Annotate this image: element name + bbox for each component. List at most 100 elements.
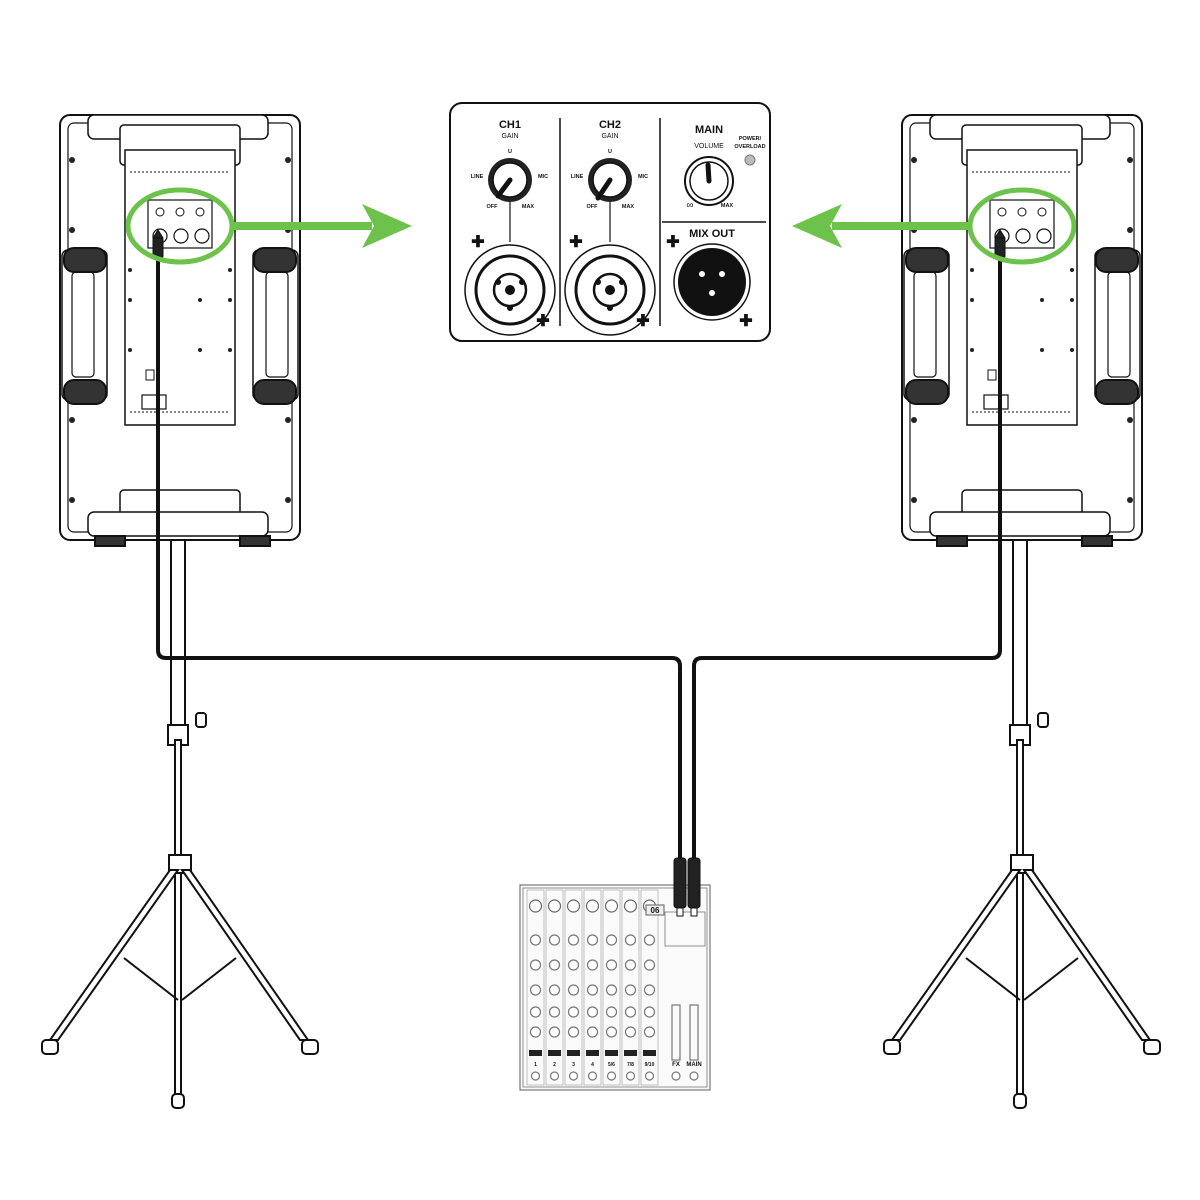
mixer-knob[interactable]	[624, 959, 637, 971]
screw-icon: ✚	[569, 234, 582, 251]
mixer-knob[interactable]	[586, 1026, 599, 1038]
ch1-gain-knob[interactable]	[488, 158, 532, 202]
mixer-knob[interactable]	[529, 1026, 542, 1038]
ch2-title: CH2	[599, 119, 621, 131]
screw-icon: ✚	[471, 234, 484, 251]
mixer-channel-strip: 1	[526, 889, 545, 1086]
main-volume-knob[interactable]	[684, 156, 734, 206]
ch2-off-label: OFF	[587, 204, 599, 210]
mixer-channel-strip: 5/6	[602, 889, 621, 1086]
mixer-channel-label: 7/8	[627, 1062, 634, 1068]
ch1-u-label: U	[508, 149, 512, 155]
mixer-level-knob[interactable]	[549, 1071, 560, 1081]
ch2-combo-jack-icon	[564, 244, 656, 336]
right-speaker-stand	[883, 539, 1161, 1109]
mixer-mute-button[interactable]	[529, 1050, 542, 1056]
mixer-knob[interactable]	[624, 1026, 637, 1038]
mixer-level-knob[interactable]	[587, 1071, 598, 1081]
mixer-mute-button[interactable]	[586, 1050, 599, 1056]
mixer-knob[interactable]	[567, 934, 580, 946]
mixer-channel-label: 9/10	[645, 1062, 655, 1068]
mixer-level-knob[interactable]	[606, 1071, 617, 1081]
mixer-level-knob[interactable]	[568, 1071, 579, 1081]
mixer-display: 06	[651, 906, 660, 915]
mixer-knob[interactable]	[586, 959, 599, 971]
mixer-mute-button[interactable]	[548, 1050, 561, 1056]
xlr-connector-icon	[673, 857, 701, 917]
mixer-knob[interactable]	[567, 984, 580, 996]
screw-icon: ✚	[739, 313, 752, 330]
ch1-max-label: MAX	[522, 204, 535, 210]
mixer-knob[interactable]	[529, 959, 542, 971]
mixer-main-label: MAIN	[686, 1062, 701, 1068]
mixer-knob[interactable]	[624, 1006, 637, 1018]
mixer-knob[interactable]	[586, 934, 599, 946]
mixer-level-knob[interactable]	[625, 1071, 636, 1081]
mix-out-label: MIX OUT	[689, 228, 735, 240]
left-speaker	[59, 114, 301, 547]
mixer-fx-label: FX	[672, 1062, 680, 1068]
mixer-knob[interactable]	[624, 934, 637, 946]
mixer-knob[interactable]	[643, 934, 656, 946]
mixer-knob[interactable]	[529, 1006, 542, 1018]
control-panel: CH1 GAIN U LINE MIC OFF MAX ✚ ✚ CH2 GAIN…	[449, 102, 771, 342]
right-cable	[692, 250, 1002, 858]
mixer-knob[interactable]	[586, 984, 599, 996]
ch1-line-label: LINE	[471, 174, 484, 180]
mixer-knob[interactable]	[548, 934, 561, 946]
ch2-mic-label: MIC	[638, 174, 648, 180]
ch1-gain-label: GAIN	[501, 133, 518, 140]
mixer-knob[interactable]	[605, 984, 618, 996]
mixer-knob[interactable]	[529, 984, 542, 996]
ch1-combo-jack-icon	[464, 244, 556, 336]
main-volume-label: VOLUME	[694, 143, 724, 150]
mixer-knob[interactable]	[529, 934, 542, 946]
mixer-channel-strip: 4	[583, 889, 602, 1086]
mixer-knob[interactable]	[643, 1006, 656, 1018]
left-cable	[156, 250, 682, 858]
arrow-right-icon	[232, 204, 412, 248]
right-speaker	[901, 114, 1143, 547]
mixer-knob[interactable]	[643, 984, 656, 996]
mixer-knob[interactable]	[567, 1006, 580, 1018]
left-speaker-stand	[41, 539, 319, 1109]
power-label-2: OVERLOAD	[734, 144, 765, 150]
mixer-channel-strip: 7/8	[621, 889, 640, 1086]
screw-icon: ✚	[636, 313, 649, 330]
ch2-gain-knob[interactable]	[588, 158, 632, 202]
screw-icon: ✚	[666, 234, 679, 251]
mixer-knob[interactable]	[548, 1026, 561, 1038]
mixer-mute-button[interactable]	[643, 1050, 656, 1056]
mixer-knob[interactable]	[548, 984, 561, 996]
mixer-mute-button[interactable]	[605, 1050, 618, 1056]
mixer-knob[interactable]	[643, 959, 656, 971]
ch2-gain-label: GAIN	[601, 133, 618, 140]
mixer-channel-label: 2	[553, 1062, 556, 1068]
mixer-channel-label: 5/6	[608, 1062, 615, 1068]
mixer-level-knob[interactable]	[644, 1071, 655, 1081]
mixer-knob[interactable]	[586, 1006, 599, 1018]
mixer-mute-button[interactable]	[567, 1050, 580, 1056]
mixer-knob[interactable]	[605, 1006, 618, 1018]
mixer-knob[interactable]	[624, 984, 637, 996]
mixer-knob[interactable]	[605, 934, 618, 946]
main-max-label: MAX	[721, 203, 734, 209]
mixer-knob[interactable]	[605, 1026, 618, 1038]
xlr-cables	[156, 250, 1002, 858]
mixer-level-knob[interactable]	[530, 1071, 541, 1081]
power-label-1: POWER/	[739, 136, 762, 142]
mixer-knob[interactable]	[643, 1026, 656, 1038]
mixer-channel-label: 4	[591, 1062, 594, 1068]
arrow-left-icon	[792, 204, 972, 248]
mixer-mute-button[interactable]	[624, 1050, 637, 1056]
mixer-knob[interactable]	[548, 1006, 561, 1018]
mixer-knob[interactable]	[567, 959, 580, 971]
mixer-knob[interactable]	[548, 959, 561, 971]
mixer-channel-label: 1	[534, 1062, 537, 1068]
ch1-mic-label: MIC	[538, 174, 548, 180]
mixer-knob[interactable]	[567, 1026, 580, 1038]
ch1-off-label: OFF	[487, 204, 499, 210]
mixer-knob[interactable]	[605, 959, 618, 971]
